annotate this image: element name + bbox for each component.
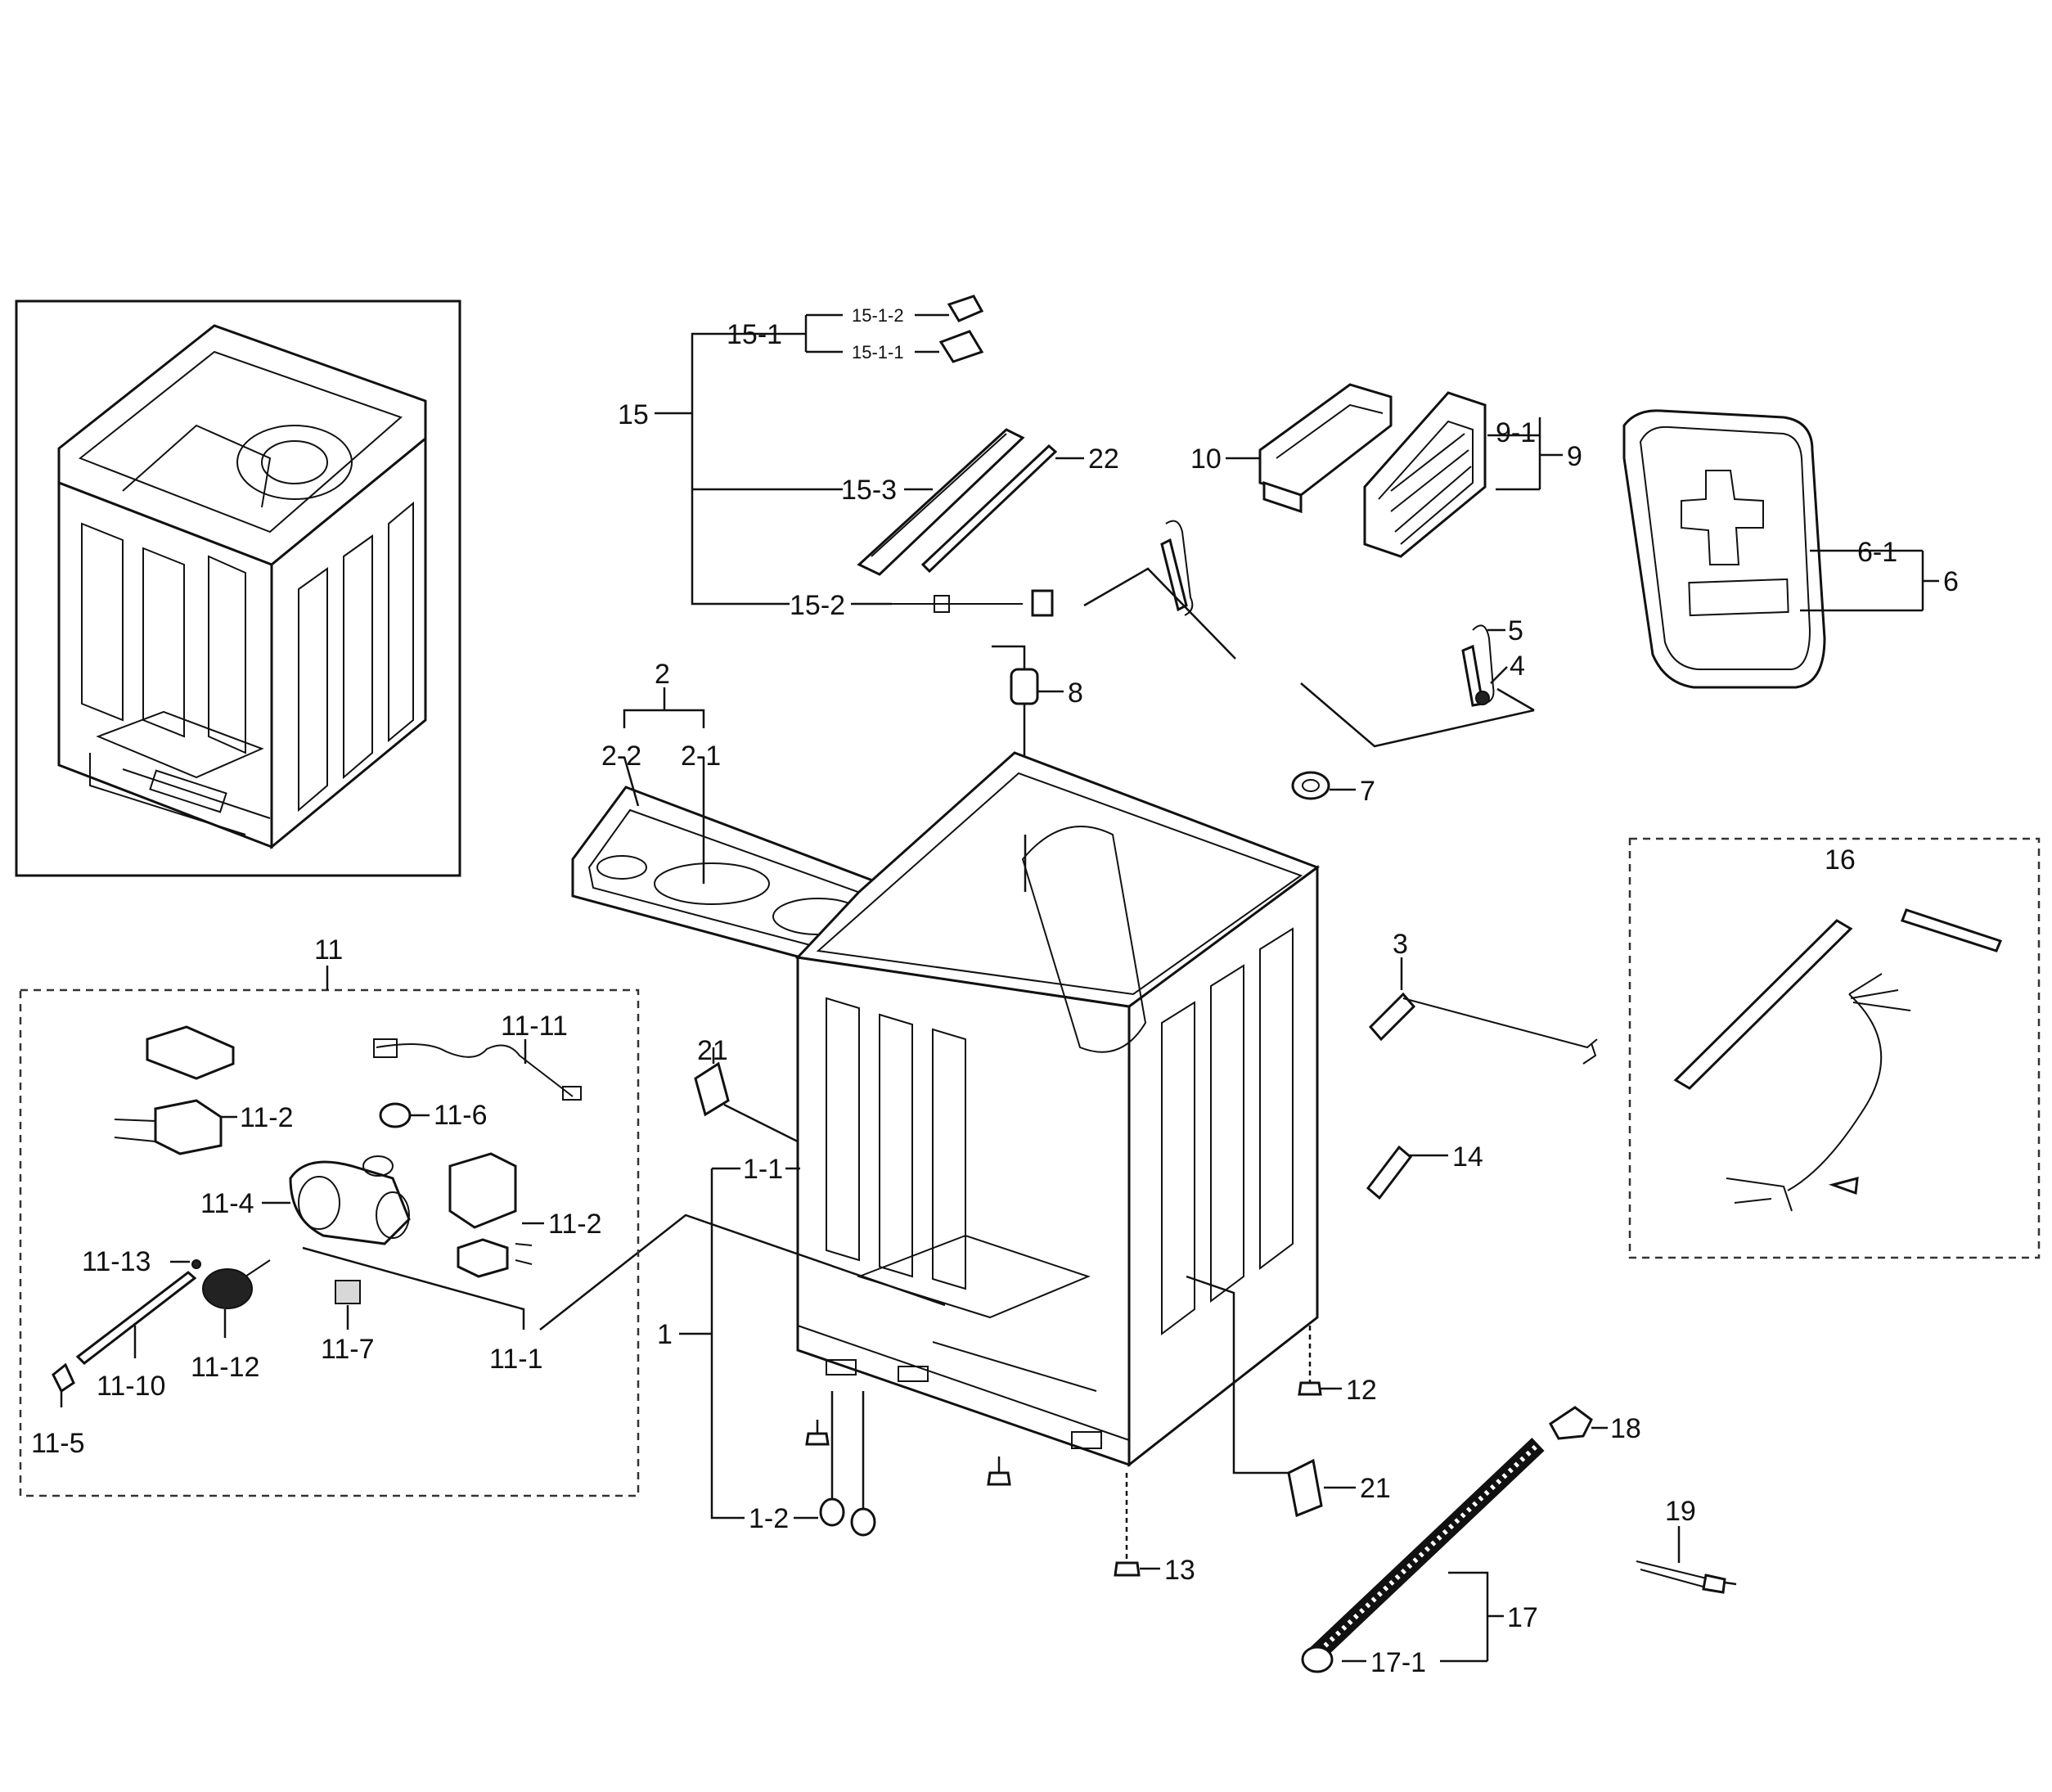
label-11: 11	[314, 934, 343, 966]
label-11-6: 11-6	[434, 1100, 488, 1131]
label-6: 6	[1943, 566, 1959, 597]
label-21-top: 21	[697, 1035, 728, 1066]
part-11-13-clip	[191, 1259, 201, 1269]
part-11-cover	[146, 1025, 235, 1080]
label-15-1: 15-1	[727, 319, 782, 350]
label-11-2-left: 11-2	[240, 1102, 294, 1133]
part-11-4-pump-housing	[262, 1155, 411, 1245]
label-8: 8	[1068, 678, 1083, 709]
part-19-power-cord	[1636, 1526, 1737, 1594]
label-7: 7	[1360, 776, 1375, 807]
label-21-bottom: 21	[1360, 1473, 1391, 1504]
label-11-4: 11-4	[200, 1188, 254, 1219]
part-17-drain-hose	[1301, 1438, 1545, 1673]
part-11-11-harness	[376, 1043, 574, 1097]
label-9-1: 9-1	[1496, 417, 1536, 448]
label-15-2: 15-2	[790, 590, 845, 621]
label-2: 2	[655, 659, 670, 690]
part-3-shock	[1368, 957, 1598, 1065]
part-11-12-filter	[202, 1259, 271, 1338]
inset-frame	[15, 299, 461, 877]
label-12: 12	[1346, 1375, 1377, 1406]
label-15-1-2: 15-1-2	[852, 305, 904, 326]
part-11-5-cap	[52, 1362, 75, 1394]
part-11-1-guide	[302, 1246, 525, 1330]
label-11-12: 11-12	[191, 1352, 259, 1383]
label-19: 19	[1665, 1496, 1696, 1527]
label-11-5: 11-5	[31, 1428, 85, 1459]
part-15-1-2-connector	[947, 295, 984, 322]
label-17-1: 17-1	[1370, 1647, 1426, 1678]
harness-group-15	[655, 295, 1084, 617]
label-1: 1	[657, 1319, 673, 1350]
label-1-2: 1-2	[749, 1503, 789, 1534]
part-11-2-motor-right	[448, 1152, 517, 1229]
label-11-7: 11-7	[321, 1334, 375, 1365]
part-11-6-ring	[379, 1102, 412, 1128]
label-1-1: 1-1	[743, 1154, 783, 1185]
label-2-2: 2-2	[601, 741, 641, 772]
dispenser-box-9	[1363, 391, 1563, 558]
spring-group	[1083, 520, 1535, 748]
label-11-10: 11-10	[97, 1371, 165, 1402]
front-panel-6	[1622, 409, 1939, 689]
label-10: 10	[1190, 443, 1222, 475]
label-13: 13	[1164, 1555, 1195, 1586]
label-17: 17	[1507, 1602, 1538, 1633]
part-21-bracket-bottom	[1186, 1275, 1356, 1518]
label-15-3: 15-3	[841, 475, 897, 506]
label-15: 15	[618, 399, 649, 430]
dispenser-housing-10	[1226, 383, 1393, 514]
part-21-bracket-top	[694, 1047, 799, 1143]
label-2-1: 2-1	[681, 741, 721, 772]
label-9: 9	[1567, 441, 1582, 472]
part-15-3-bracket	[857, 428, 1025, 576]
label-4: 4	[1510, 651, 1525, 682]
part-18-valve	[1549, 1406, 1608, 1440]
part-11-2-motor-left	[154, 1099, 223, 1155]
part-15-1-1-connector	[938, 330, 984, 363]
label-3: 3	[1393, 929, 1408, 960]
label-6-1: 6-1	[1857, 537, 1897, 568]
part-11-10-hose	[75, 1271, 197, 1365]
label-11-13: 11-13	[82, 1246, 151, 1277]
part-22-strip	[920, 443, 1058, 574]
label-18: 18	[1610, 1413, 1641, 1444]
label-5: 5	[1508, 615, 1523, 646]
assembled-cabinet-inset	[15, 299, 461, 877]
part-labels: 15 15-1 15-1-2 15-1-1 15-3 15-2 22 10 9-…	[31, 305, 1959, 1678]
part-7-grommet	[1291, 771, 1356, 800]
part-14-shock	[1366, 1145, 1448, 1200]
wire-harness-box-16	[1628, 837, 2041, 1259]
label-16: 16	[1825, 844, 1856, 876]
drain-pump-box-11	[19, 966, 640, 1497]
box-11-frame	[19, 988, 640, 1497]
label-11-2-right: 11-2	[548, 1209, 602, 1240]
part-11-7	[335, 1280, 361, 1304]
label-11-11: 11-11	[501, 1011, 568, 1042]
label-15-1-1: 15-1-1	[852, 342, 904, 362]
label-22: 22	[1088, 443, 1119, 475]
label-14: 14	[1452, 1141, 1483, 1173]
label-11-1: 11-1	[489, 1344, 543, 1375]
box-16-frame	[1628, 837, 2041, 1259]
assembled-cabinet-drawing	[57, 324, 427, 850]
main-cabinet-1	[539, 751, 1322, 1577]
